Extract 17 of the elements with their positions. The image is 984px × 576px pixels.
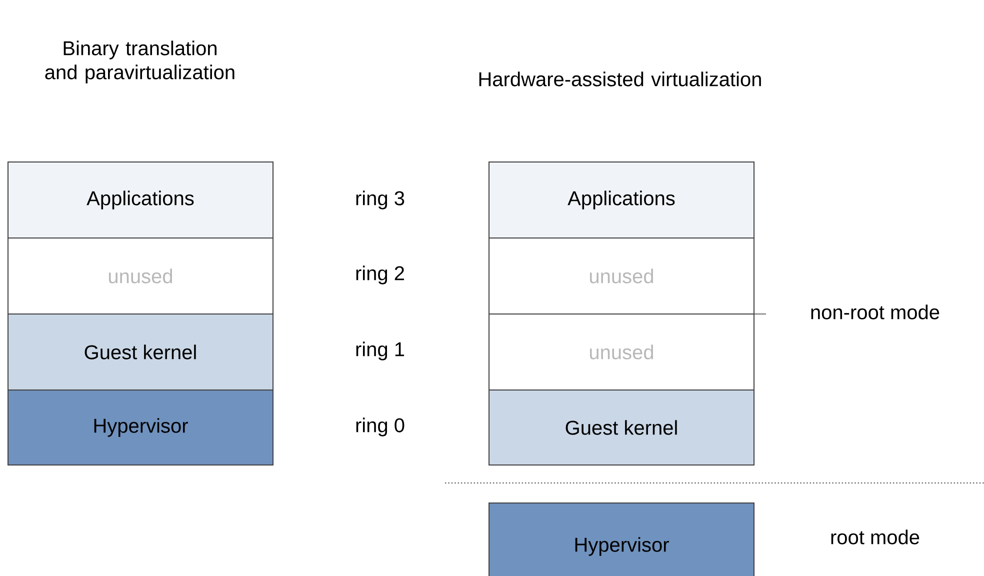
layer-box: unused bbox=[488, 314, 754, 390]
mode-label: non-root mode bbox=[811, 304, 940, 320]
ring-label: ring 3 bbox=[356, 190, 404, 210]
heading: Hardware-assisted virtualization bbox=[479, 72, 761, 86]
mode-label: root mode bbox=[831, 530, 920, 544]
layer-box: Guest kernel bbox=[488, 390, 754, 466]
layer-box: unused bbox=[8, 238, 274, 314]
layer-box: Applications bbox=[8, 162, 274, 238]
layer-box: Applications bbox=[488, 162, 754, 238]
layer-box: unused bbox=[488, 238, 754, 314]
heading: Binary translation and paravirtualization bbox=[45, 40, 234, 84]
layer-box: Hypervisor bbox=[8, 390, 274, 466]
ring-label: ring 1 bbox=[356, 342, 404, 360]
ring-label: ring 2 bbox=[356, 266, 404, 284]
layer-box: Hypervisor bbox=[488, 502, 754, 576]
layer-box: Guest kernel bbox=[8, 314, 274, 390]
ring-label: ring 0 bbox=[356, 418, 404, 436]
